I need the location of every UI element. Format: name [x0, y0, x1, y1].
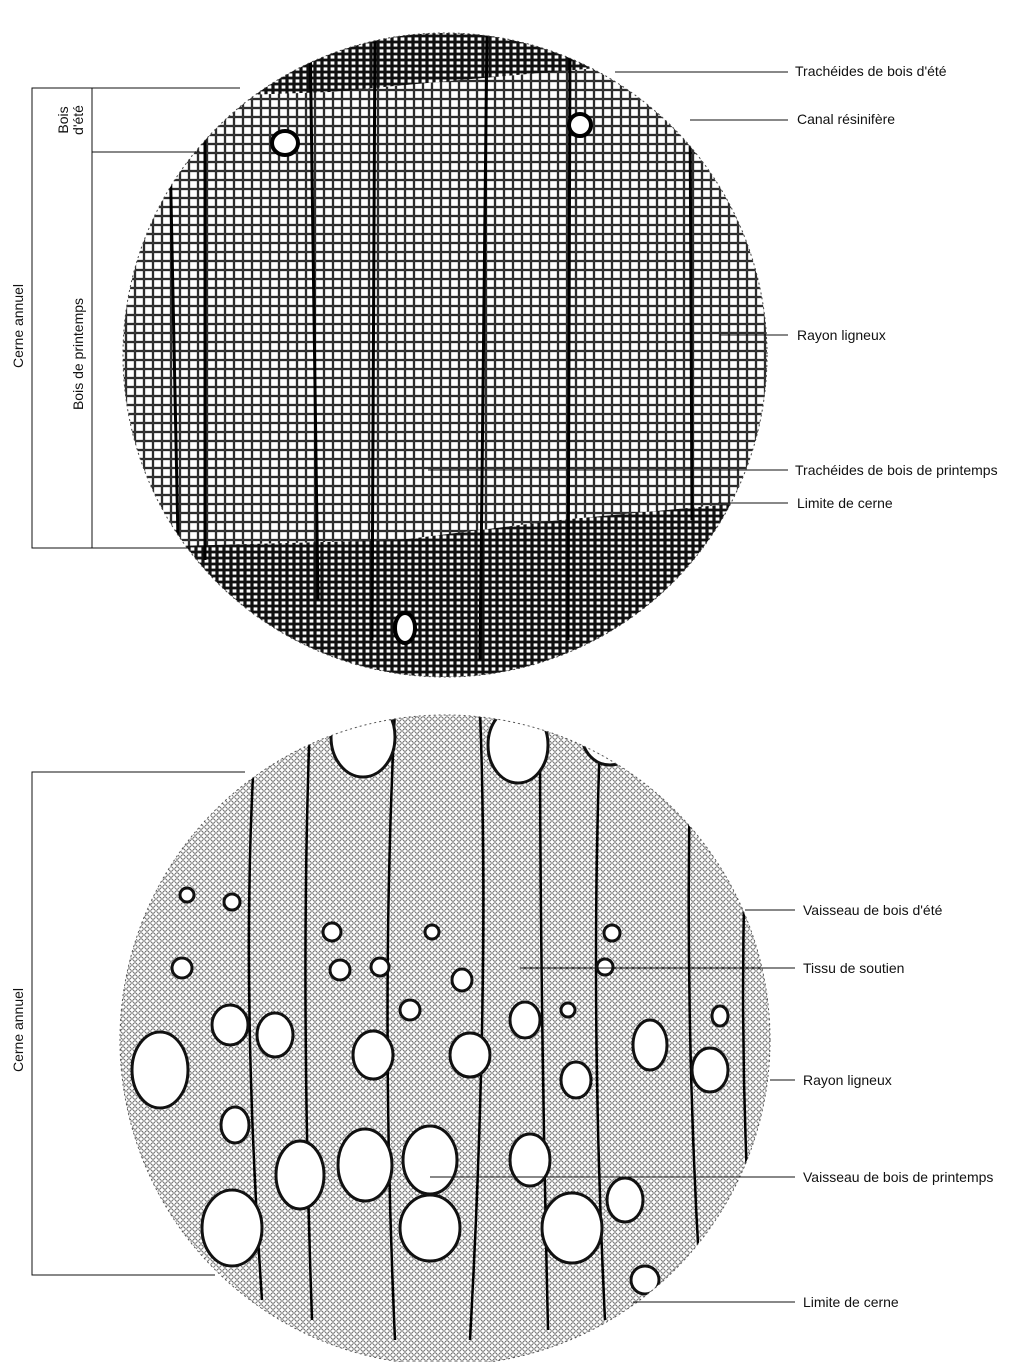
label-wood-ray-bottom: Rayon ligneux: [803, 1072, 892, 1088]
support-tissue-texture: [100, 700, 800, 1362]
label-wood-ray-top: Rayon ligneux: [797, 327, 886, 343]
label-earlywood-vessel: Vaisseau de bois de printemps: [803, 1169, 993, 1185]
label-annual-ring-top: Cerne annuel: [10, 281, 26, 371]
label-earlywood: Bois de printemps: [70, 289, 86, 419]
label-annual-ring-bottom: Cerne annuel: [10, 985, 26, 1075]
label-ring-boundary-bottom: Limite de cerne: [803, 1294, 899, 1310]
label-earlywood-tracheids: Trachéides de bois de printemps: [795, 462, 998, 478]
label-support-tissue: Tissu de soutien: [803, 960, 904, 976]
label-latewood-tracheids: Trachéides de bois d'été: [795, 63, 947, 79]
label-resin-canal: Canal résinifère: [797, 111, 895, 127]
label-ring-boundary-top: Limite de cerne: [797, 495, 893, 511]
label-latewood-2: d'été: [70, 100, 86, 140]
label-latewood-1: Bois: [55, 100, 71, 140]
hardwood-cross-section-figure: [0, 680, 1032, 1362]
label-latewood-vessel: Vaisseau de bois d'été: [803, 902, 942, 918]
